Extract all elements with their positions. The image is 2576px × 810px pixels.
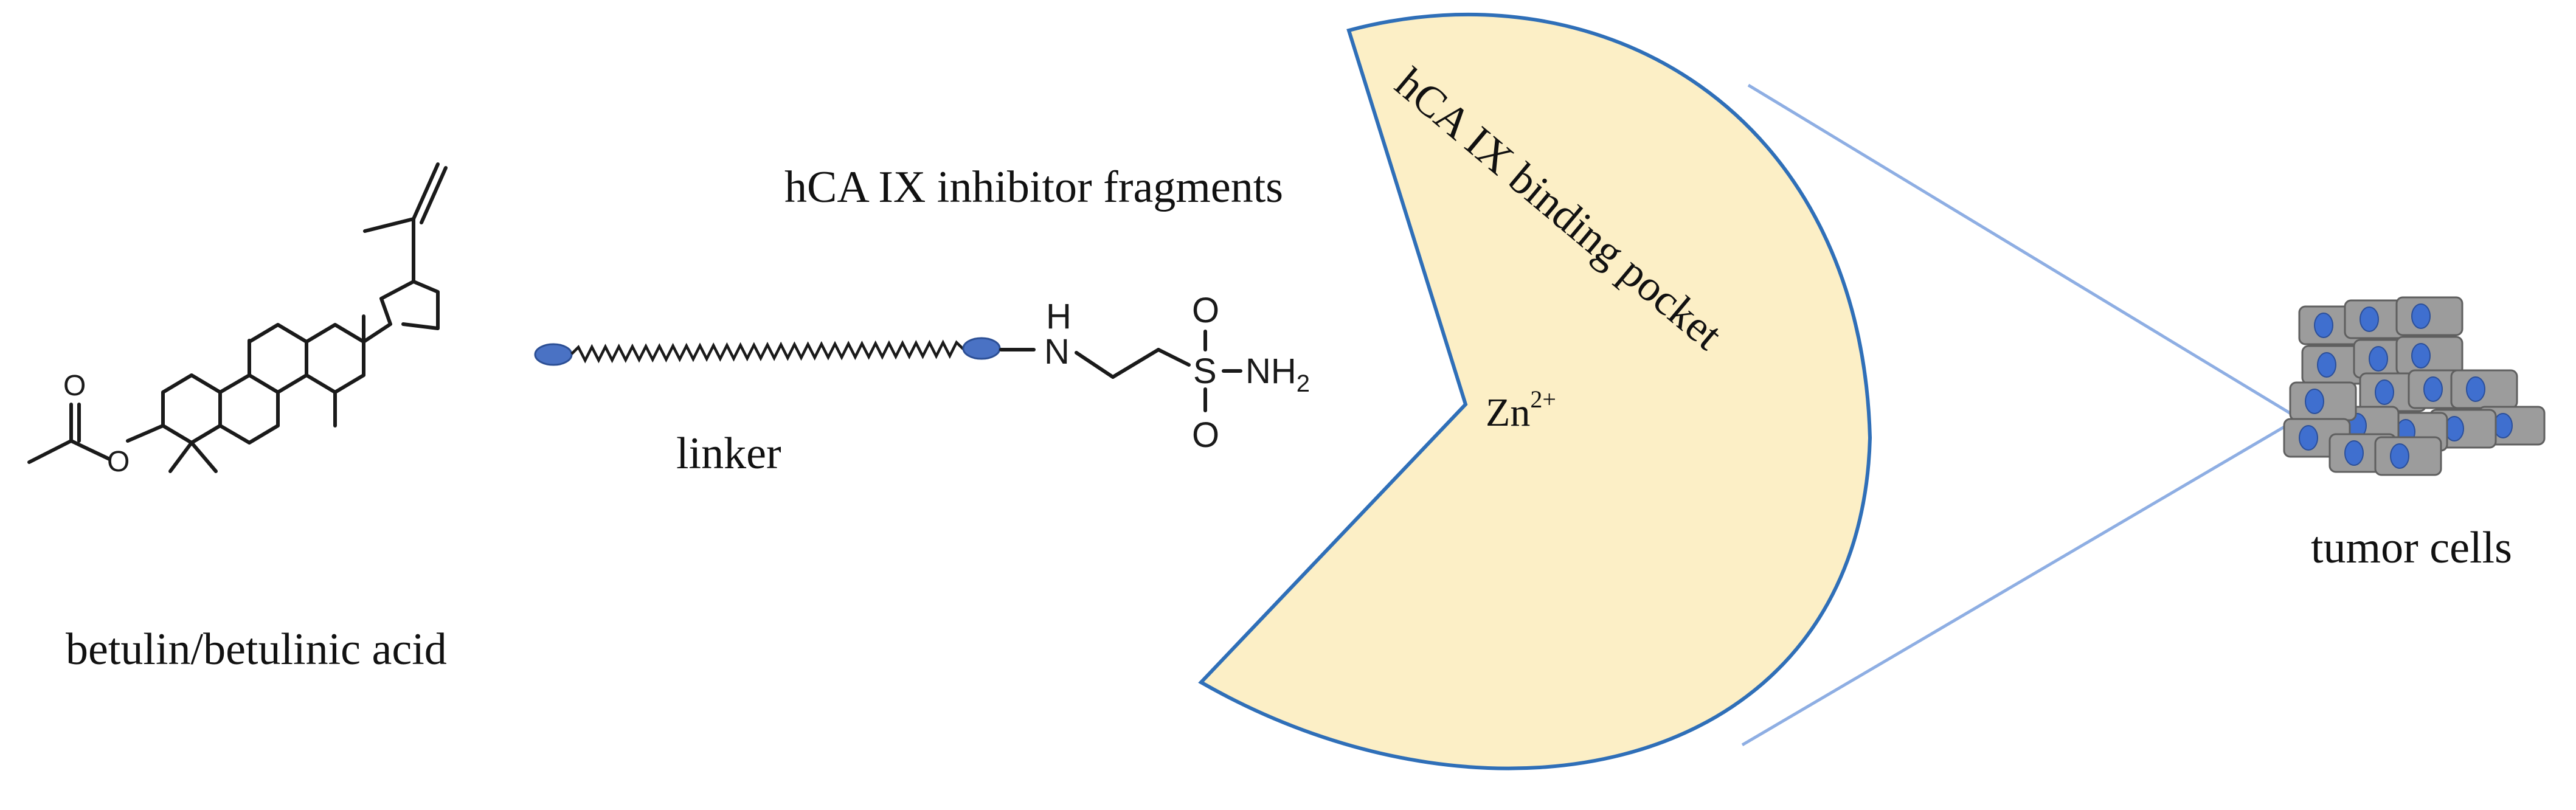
cell-nucleus [2317, 352, 2336, 378]
betulin-structure [27, 162, 448, 473]
cell-nucleus [2314, 313, 2333, 338]
inhibitor-fragments-label: hCA IX inhibitor fragments [784, 162, 1283, 212]
cell-nucleus [2423, 376, 2443, 402]
ester-oxygen-label: O [107, 446, 130, 478]
cell-nucleus [2390, 443, 2409, 469]
linker-label: linker [676, 429, 781, 479]
linker-spring [570, 339, 964, 364]
nitrogen-label: N [1044, 332, 1070, 372]
cell-nucleus [2411, 343, 2431, 369]
amine-label: NH2 [1245, 351, 1310, 397]
sulfur-label: S [1193, 351, 1217, 391]
betulin-label: betulin/betulinic acid [66, 625, 447, 674]
amine-nh: NH [1245, 351, 1297, 391]
focus-cone-lines [1741, 83, 2300, 747]
amine-subscript: 2 [1297, 370, 1310, 397]
cell-nucleus [2299, 425, 2318, 451]
top-oxygen-label: O [1192, 291, 1219, 330]
zinc-charge: 2+ [1530, 386, 1556, 413]
cell-nucleus [2375, 379, 2394, 405]
zinc-symbol: Zn [1486, 390, 1530, 435]
tumor-cells-cluster [2283, 296, 2546, 476]
betulin-attachment-ellipse [534, 343, 573, 366]
binding-pocket-shape [1198, 12, 1872, 770]
nh-hydrogen-label: H [1046, 297, 1072, 336]
cell-nucleus [2360, 306, 2379, 332]
cell-nucleus [2411, 303, 2431, 329]
cell-nucleus [2466, 376, 2485, 402]
inhibitor-attachment-ellipse [962, 337, 1001, 360]
cell-nucleus [2305, 389, 2324, 414]
carbonyl-oxygen-label: O [63, 370, 86, 402]
cell-nucleus [2369, 346, 2388, 372]
tumor-cells-label: tumor cells [2311, 523, 2512, 573]
cell-nucleus [2344, 440, 2364, 466]
bottom-oxygen-label: O [1192, 415, 1219, 455]
sulfonamide-structure [999, 330, 1242, 412]
zinc-label: Zn2+ [1486, 386, 1556, 435]
